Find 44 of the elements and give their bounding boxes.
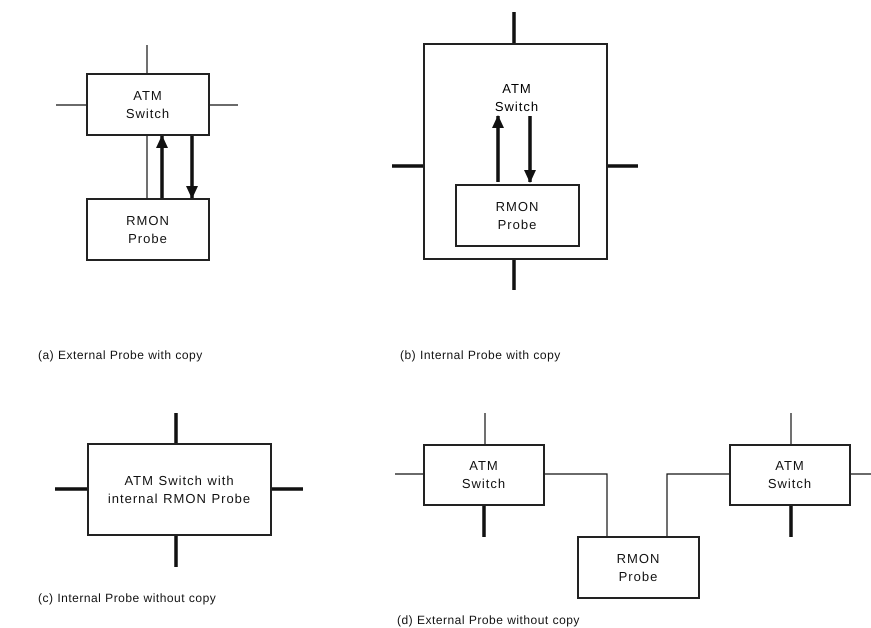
- node-box: [423, 43, 608, 260]
- link-line: [146, 45, 148, 73]
- link-line: [789, 506, 793, 537]
- node-label: ATM Switch: [460, 457, 508, 493]
- link-line: [174, 536, 178, 567]
- node-box: [87, 443, 272, 536]
- link-line: [608, 164, 638, 168]
- arrow: [492, 115, 504, 182]
- link-line: [484, 413, 486, 444]
- link-line: [512, 12, 516, 43]
- arrow: [524, 116, 536, 183]
- link-line: [392, 164, 423, 168]
- node-box: [86, 73, 210, 136]
- figure-caption: (b) Internal Probe with copy: [400, 348, 561, 362]
- node-box: [455, 184, 580, 247]
- link-line: [210, 104, 238, 106]
- node-label: ATM Switch: [482, 78, 552, 118]
- link-line: [851, 473, 871, 475]
- link-line: [512, 260, 516, 290]
- figure-caption: (d) External Probe without copy: [397, 613, 580, 627]
- node-box: [86, 198, 210, 261]
- node-label: ATM Switch with internal RMON Probe: [106, 472, 252, 508]
- link-line: [395, 473, 423, 475]
- node-label: ATM Switch: [766, 457, 814, 493]
- arrow: [186, 136, 198, 199]
- figure-caption: (c) Internal Probe without copy: [38, 591, 216, 605]
- node-label: RMON Probe: [616, 550, 662, 586]
- node-box: [577, 536, 700, 599]
- figure-caption: (a) External Probe with copy: [38, 348, 203, 362]
- link-line: [545, 473, 608, 536]
- arrow: [156, 135, 168, 198]
- link-line: [55, 487, 87, 491]
- link-line: [790, 413, 792, 444]
- link-line: [174, 413, 178, 443]
- node-label: RMON Probe: [494, 198, 540, 234]
- node-box: [423, 444, 545, 506]
- node-label: ATM Switch: [124, 86, 172, 122]
- link-line: [56, 104, 86, 106]
- link-line: [482, 506, 486, 537]
- node-label: RMON Probe: [125, 212, 171, 248]
- link-line: [272, 487, 303, 491]
- node-box: [729, 444, 851, 506]
- link-line: [666, 473, 729, 536]
- link-line: [146, 136, 148, 198]
